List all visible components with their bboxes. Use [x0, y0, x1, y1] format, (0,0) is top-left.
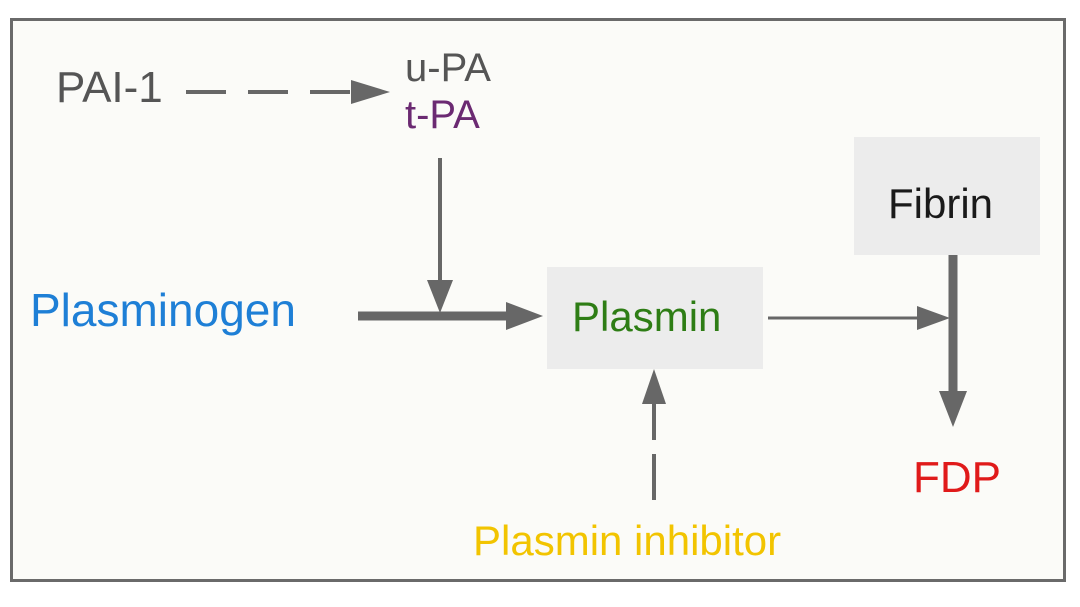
- plasmin-node-box: [547, 267, 763, 369]
- node-label-fibrin: Fibrin: [888, 180, 994, 227]
- fibrin-node-box: [854, 137, 1040, 255]
- arrow-plasmin-to-fibrin: [768, 306, 950, 330]
- node-label-upa: u-PA: [405, 46, 491, 90]
- node-label-pai1: PAI-1: [56, 63, 163, 112]
- arrow-upa-tpa-to-conversion: [427, 158, 453, 313]
- arrow-inhibitor-to-plasmin: [642, 369, 666, 500]
- node-label-plasminogen: Plasminogen: [30, 284, 296, 336]
- node-label-plasmin: Plasmin: [572, 293, 722, 340]
- node-label-plasmin-inhibitor: Plasmin inhibitor: [473, 517, 782, 564]
- arrow-pai1-to-upa-tpa: [186, 80, 390, 104]
- diagram-frame: [10, 18, 1066, 582]
- node-label-tpa: t-PA: [405, 93, 480, 137]
- node-label-fdp: FDP: [913, 453, 1001, 502]
- arrow-fibrin-to-fdp: [939, 255, 967, 427]
- arrow-plasminogen-to-plasmin: [358, 302, 543, 330]
